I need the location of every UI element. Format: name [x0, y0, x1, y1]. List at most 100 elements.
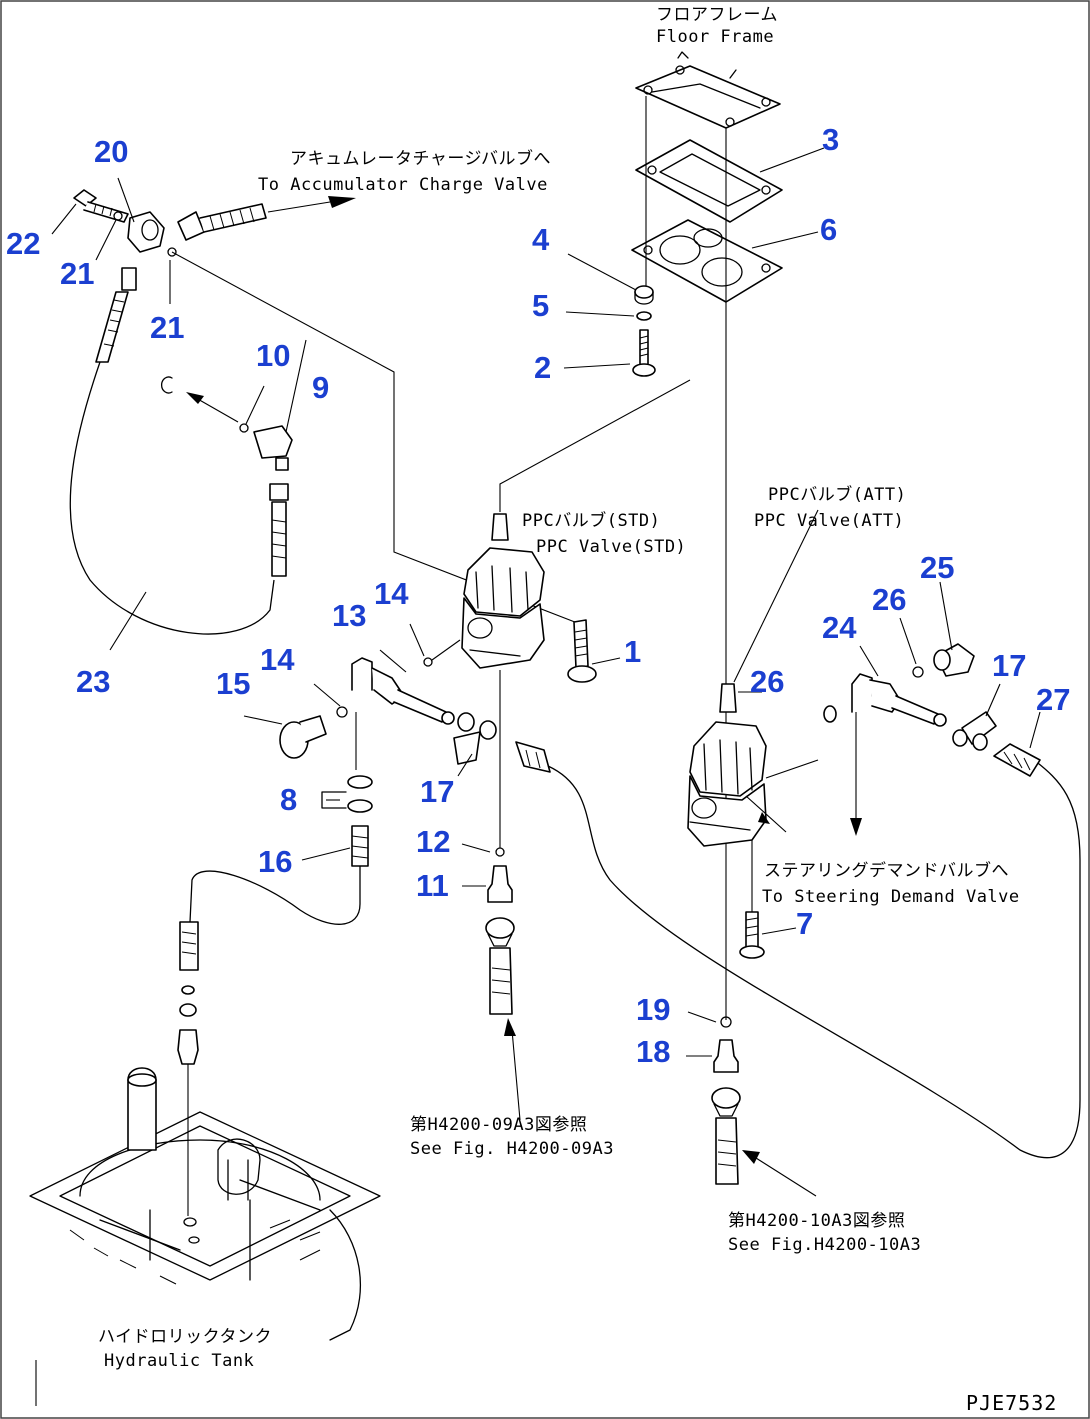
- callout-19: 19: [636, 992, 670, 1027]
- o-ring-10: [239, 423, 249, 433]
- accumulator-arrow: [267, 201, 331, 213]
- assembly-line: [431, 639, 461, 661]
- note-tank-jp: ハイドロリックタンク: [98, 1327, 272, 1347]
- ppc-valve-att: [687, 683, 767, 847]
- callout-27: 27: [1036, 682, 1070, 717]
- hose-27-upper-fitting: [515, 741, 551, 773]
- bolt-22: [73, 189, 129, 223]
- callout-10: 10: [256, 338, 290, 373]
- note-accumulator-jp: アキュムレータチャージバルブへ: [290, 148, 551, 169]
- callout-17b: 17: [992, 648, 1026, 683]
- callout-18: 18: [636, 1034, 670, 1069]
- note-ppc-att-jp: PPCバルブ(ATT): [768, 484, 906, 505]
- callout-6: 6: [820, 212, 837, 247]
- callout-26b: 26: [750, 664, 784, 699]
- arrow-head-icon: [758, 812, 770, 824]
- callout-15: 15: [216, 666, 250, 701]
- hose-16: [189, 866, 361, 925]
- o-ring-12: [495, 847, 505, 857]
- hose-09a3-fitting: [485, 917, 515, 1015]
- adapter-25: [933, 643, 975, 677]
- callout-14b: 14: [260, 642, 295, 677]
- union-18: [713, 1039, 739, 1073]
- arrow-head-icon: [328, 196, 356, 208]
- arrow-head-icon: [850, 818, 862, 836]
- gasket-3: [635, 139, 783, 223]
- note-steering-jp: ステアリングデマンドバルブへ: [764, 860, 1009, 881]
- note-see-09a3-jp: 第H4200-09A3図参照: [410, 1115, 587, 1135]
- callout-21b: 21: [150, 310, 184, 345]
- elbow-13: [351, 657, 455, 725]
- o-ring-14: [423, 657, 433, 667]
- washer-26: [823, 705, 837, 723]
- att-leader: [733, 509, 819, 683]
- figure-code: PJE7532: [966, 1391, 1057, 1415]
- note-ppc-std-en: PPC Valve(STD): [536, 537, 686, 557]
- port-symbol: [161, 376, 173, 394]
- hose-27: [547, 759, 1081, 1159]
- callout-4: 4: [532, 222, 550, 257]
- accumulator-hose-fitting: [177, 203, 267, 241]
- bolt-1: [567, 619, 597, 683]
- assembly-line: [745, 795, 787, 833]
- callout-13: 13: [332, 598, 366, 633]
- callout-5: 5: [532, 288, 549, 323]
- hydraulic-tank: [29, 1067, 381, 1341]
- washer-5: [636, 311, 652, 321]
- callout-1: 1: [624, 634, 641, 669]
- hose-27-right-fitting: [993, 743, 1041, 777]
- note-floor-frame-en: Floor Frame: [656, 27, 774, 47]
- arrow-head-icon: [742, 1150, 760, 1164]
- callout-8: 8: [280, 782, 297, 817]
- note-floor-frame-jp: フロアフレーム: [656, 5, 778, 25]
- floor-frame-bracket: [635, 51, 781, 129]
- hose-10a3-fitting: [711, 1087, 741, 1185]
- plate-6: [631, 219, 783, 303]
- callout-12: 12: [416, 824, 450, 859]
- callout-24: 24: [822, 610, 857, 645]
- plug-15: [279, 715, 327, 759]
- bolt-7: [739, 911, 765, 959]
- elbow-9: [253, 425, 293, 471]
- o-ring-14: [336, 706, 348, 718]
- callout-2: 2: [534, 350, 551, 385]
- washer-4: [634, 285, 654, 305]
- callout-26a: 26: [872, 582, 906, 617]
- hose-23-upper-fitting: [95, 267, 137, 363]
- callout-23: 23: [76, 664, 110, 699]
- note-ppc-std-jp: PPCバルブ(STD): [522, 510, 660, 531]
- assembly-line: [765, 759, 819, 779]
- see-ref-leader: [755, 1157, 817, 1197]
- hose-16-fitting: [351, 825, 369, 867]
- joint-20: [127, 211, 165, 253]
- callout-25: 25: [920, 550, 954, 585]
- callout-17a: 17: [420, 774, 454, 809]
- ring-arrow: [195, 397, 239, 423]
- ppc-valve-std: [461, 513, 545, 669]
- note-accumulator-en: To Accumulator Charge Valve: [258, 175, 548, 195]
- note-see-10a3-en: See Fig.H4200-10A3: [728, 1235, 921, 1255]
- callout-22: 22: [6, 226, 40, 261]
- o-ring-19: [720, 1016, 732, 1028]
- hose-23-lower-fitting: [269, 483, 289, 577]
- arrow-head-icon: [186, 392, 204, 404]
- callout-21a: 21: [60, 256, 94, 291]
- bolt-2: [632, 329, 656, 377]
- arrow-head-icon: [504, 1018, 516, 1036]
- fitting-17-right: [952, 711, 997, 751]
- callout-9: 9: [312, 370, 329, 405]
- washer-21: [113, 211, 123, 221]
- fitting-17: [453, 712, 497, 765]
- callout-leaders: [51, 147, 1041, 1057]
- washer-21: [167, 247, 177, 257]
- assembly-line: [499, 379, 691, 512]
- callout-11: 11: [416, 868, 449, 903]
- see-ref-leader: [511, 1029, 521, 1121]
- note-tank-en: Hydraulic Tank: [104, 1351, 254, 1371]
- o-ring-26: [912, 666, 924, 678]
- union-11: [487, 865, 513, 903]
- note-see-09a3-en: See Fig. H4200-09A3: [410, 1139, 614, 1159]
- note-steering-en: To Steering Demand Valve: [762, 887, 1020, 907]
